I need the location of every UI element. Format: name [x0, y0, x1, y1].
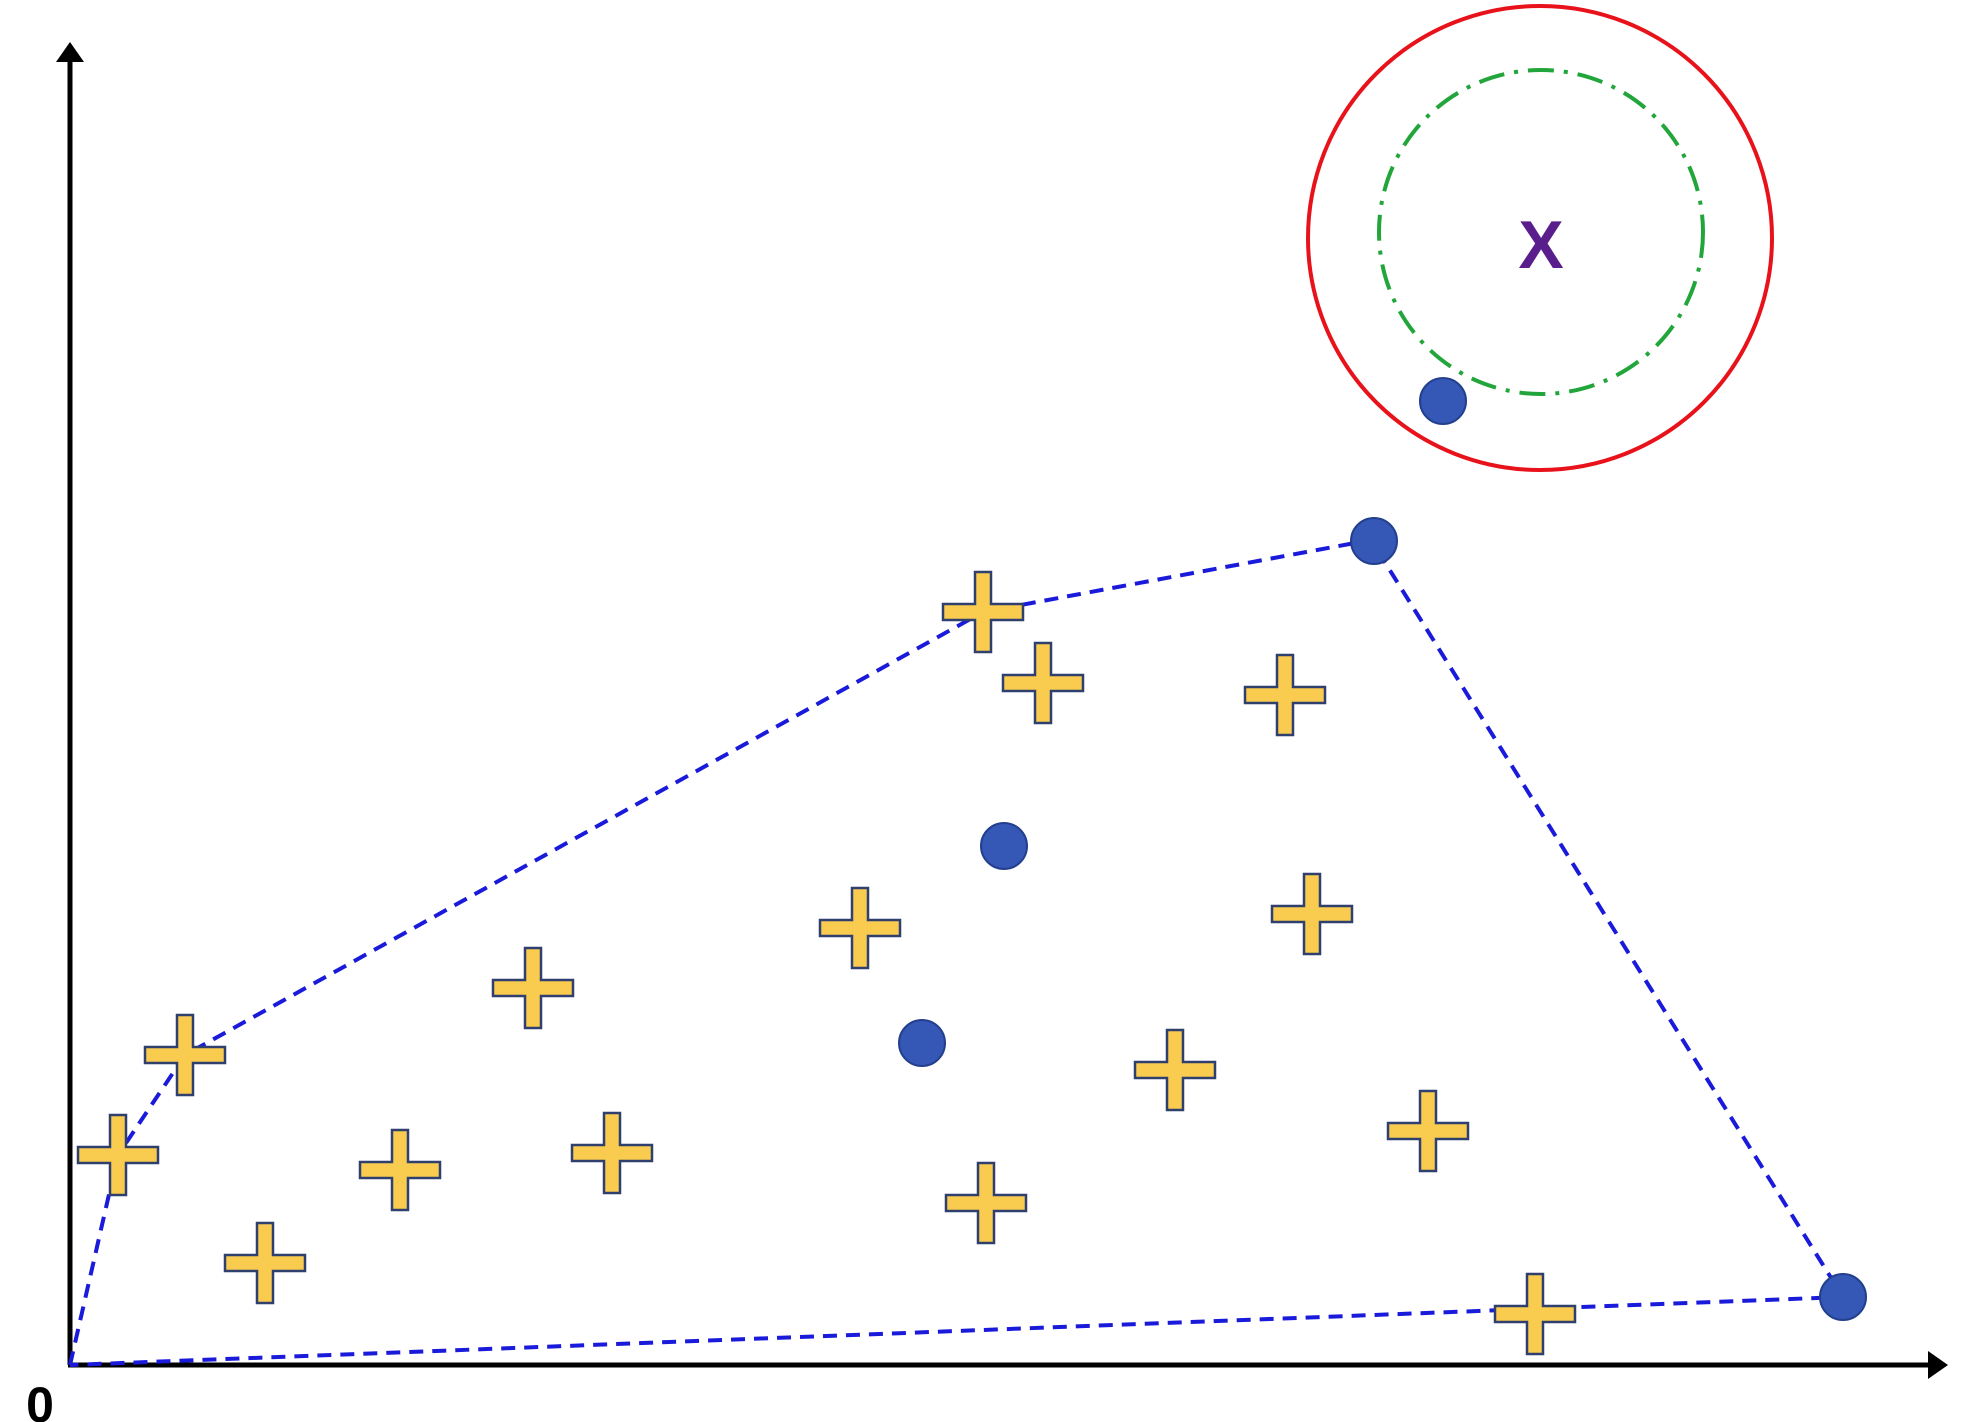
- plus-icon: [223, 1221, 307, 1305]
- plus-icon: [358, 1128, 442, 1212]
- plus-icon: [1133, 1028, 1217, 1112]
- hull-group: [68, 537, 1847, 1367]
- outer-radius-circle: [1306, 4, 1774, 472]
- plus-icon: [944, 1161, 1028, 1245]
- dot-icon: [1819, 1273, 1867, 1321]
- plus-icon: [143, 1013, 227, 1097]
- convex-hull-dashed-line: [68, 537, 1847, 1367]
- x-axis-arrowhead: [1928, 1351, 1948, 1379]
- plus-markers: [76, 570, 1577, 1356]
- dot-icon: [980, 822, 1028, 870]
- plus-icon: [570, 1111, 654, 1195]
- plus-icon: [1001, 641, 1085, 725]
- plus-icon: [491, 946, 575, 1030]
- query-point-label: X: [1518, 207, 1563, 283]
- dot-icon: [898, 1019, 946, 1067]
- dot-icon: [1350, 517, 1398, 565]
- plus-icon: [1493, 1272, 1577, 1356]
- origin-label: 0: [26, 1377, 54, 1422]
- plus-icon: [818, 886, 902, 970]
- axes: [56, 42, 1948, 1379]
- plus-icon: [76, 1113, 160, 1197]
- plus-icon: [941, 570, 1025, 654]
- y-axis-arrowhead: [56, 42, 84, 62]
- inner-radius-circle: [1377, 68, 1705, 396]
- dot-icon: [1419, 377, 1467, 425]
- dot-markers: [898, 377, 1867, 1321]
- query-region: X: [1306, 4, 1774, 472]
- plus-icon: [1270, 872, 1354, 956]
- plus-icon: [1386, 1089, 1470, 1173]
- plus-icon: [1243, 653, 1327, 737]
